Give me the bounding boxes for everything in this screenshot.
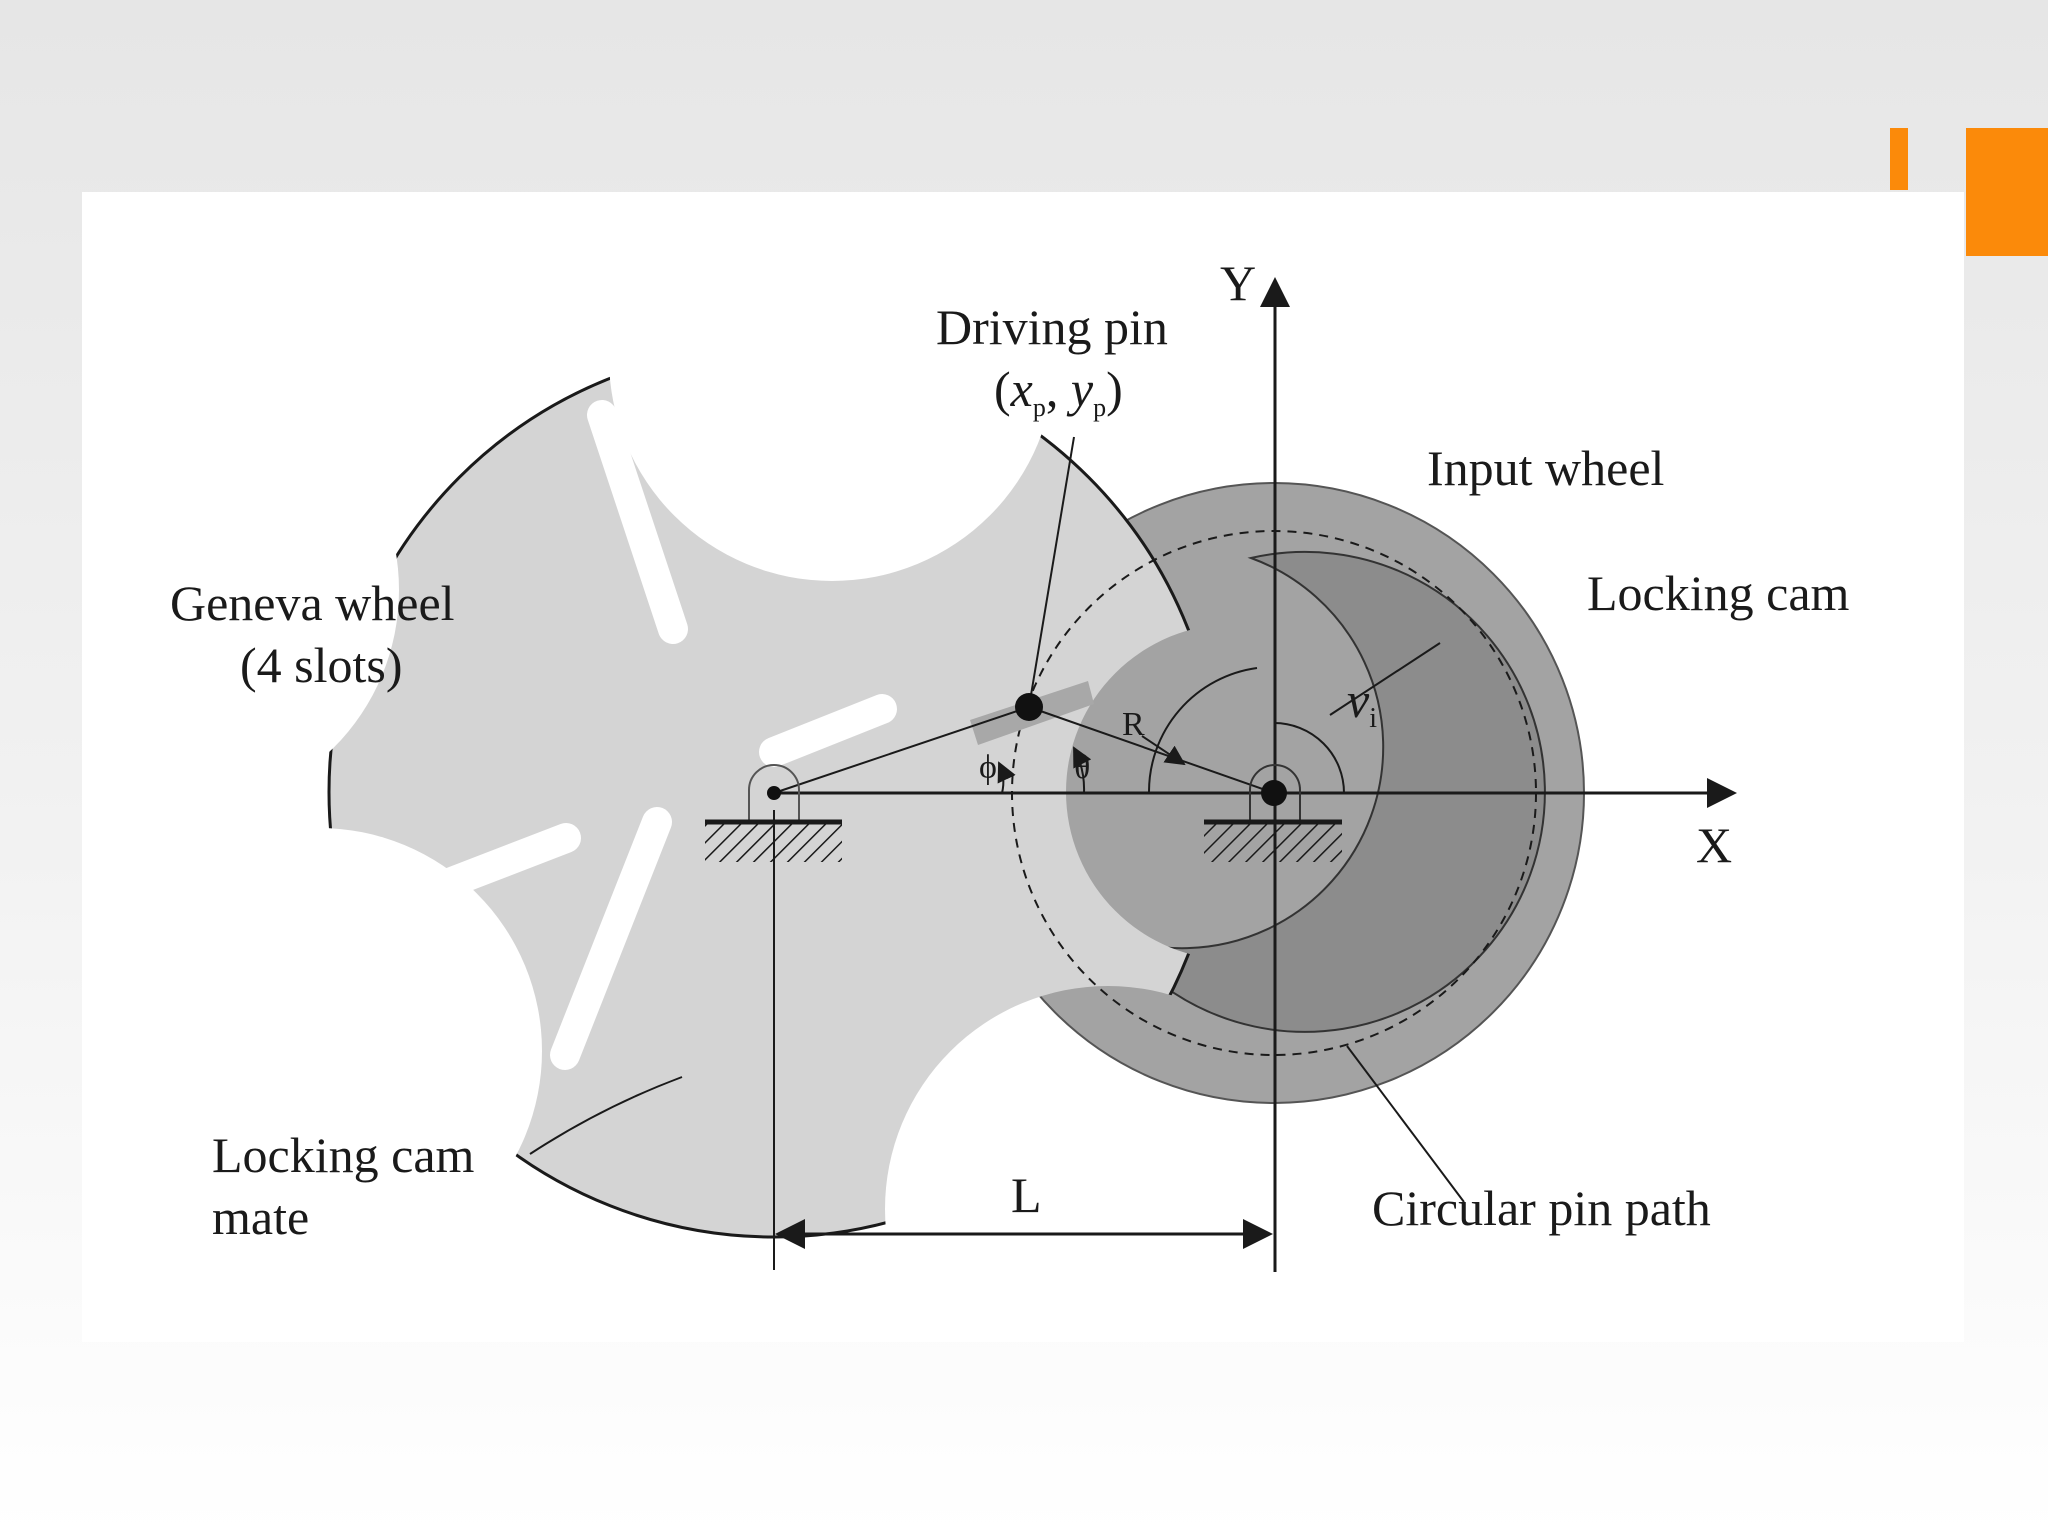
- driving-pin-leader: [1028, 436, 1075, 708]
- pin-radius-line: [1028, 706, 1275, 794]
- y-axis-label: Y: [1220, 255, 1256, 311]
- locking-cam-mate-label: Locking cam: [212, 1127, 475, 1183]
- geneva-wheel-slots-label: (4 slots): [240, 637, 403, 693]
- locking-cam-mate-label-line2: mate: [212, 1189, 309, 1245]
- theta-label: θ: [1074, 749, 1090, 786]
- nu-label: νi: [1347, 672, 1377, 734]
- r-arrow: [1141, 735, 1186, 766]
- geneva-wheel-label: Geneva wheel: [170, 575, 455, 631]
- driving-pin: [1015, 693, 1043, 721]
- circular-pin-path-leader: [1346, 1045, 1465, 1203]
- r-label: R: [1122, 706, 1145, 743]
- circular-pin-path-label: Circular pin path: [1372, 1180, 1711, 1236]
- geneva-mechanism-diagram: Y X Driving pin (xp, yp) Input wheel Loc…: [170, 255, 1850, 1272]
- l-label: L: [1011, 1167, 1042, 1223]
- phi-label: ϕ: [979, 749, 997, 786]
- inner-arc-left: [1147, 667, 1258, 794]
- input-wheel-label: Input wheel: [1427, 440, 1664, 496]
- locking-cam: [1110, 550, 1546, 1033]
- locking-cam-mate-leader: [529, 1076, 683, 1155]
- phi-arc: [997, 761, 1016, 794]
- accent-block: [1966, 128, 2048, 256]
- theta-arc: [1073, 746, 1092, 794]
- input-wheel-pivot: [1204, 764, 1342, 862]
- locking-cam-label: Locking cam: [1587, 565, 1850, 621]
- driving-pin-label: Driving pin: [936, 299, 1168, 355]
- content-panel: Y X Driving pin (xp, yp) Input wheel Loc…: [82, 192, 1964, 1342]
- pin-to-geneva-center-line: [773, 706, 1030, 794]
- locking-cam-leader: [1329, 642, 1441, 716]
- nu-arc: [1273, 722, 1345, 794]
- accent-bar: [1890, 128, 1908, 190]
- x-axis-label: X: [1696, 817, 1732, 873]
- pin-coords-label: (xp, yp): [994, 361, 1123, 422]
